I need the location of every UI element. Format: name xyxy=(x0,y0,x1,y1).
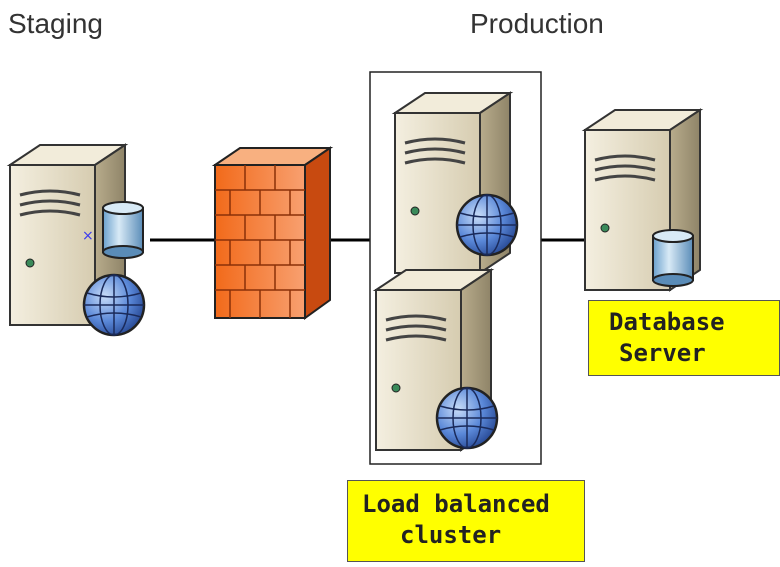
cluster-globe-1-icon xyxy=(455,193,519,257)
callout-line: Database xyxy=(609,308,725,336)
staging-heading: Staging xyxy=(8,8,103,39)
callout-line: Server xyxy=(619,339,706,367)
database-server-db-icon xyxy=(652,229,694,287)
production-heading: Production xyxy=(470,8,604,39)
database-icon xyxy=(102,201,144,259)
callout-line: cluster xyxy=(400,521,502,549)
load-balanced-cluster-callout: Load balanced cluster xyxy=(347,480,585,562)
database-server-callout: Database Server xyxy=(588,300,780,376)
callout-line: Load balanced xyxy=(362,490,550,518)
firewall-icon xyxy=(211,146,334,320)
svg-text:×: × xyxy=(82,228,94,244)
cluster-globe-2-icon xyxy=(435,386,499,450)
globe-icon xyxy=(82,273,146,337)
staging-server-icon: × xyxy=(8,143,127,327)
